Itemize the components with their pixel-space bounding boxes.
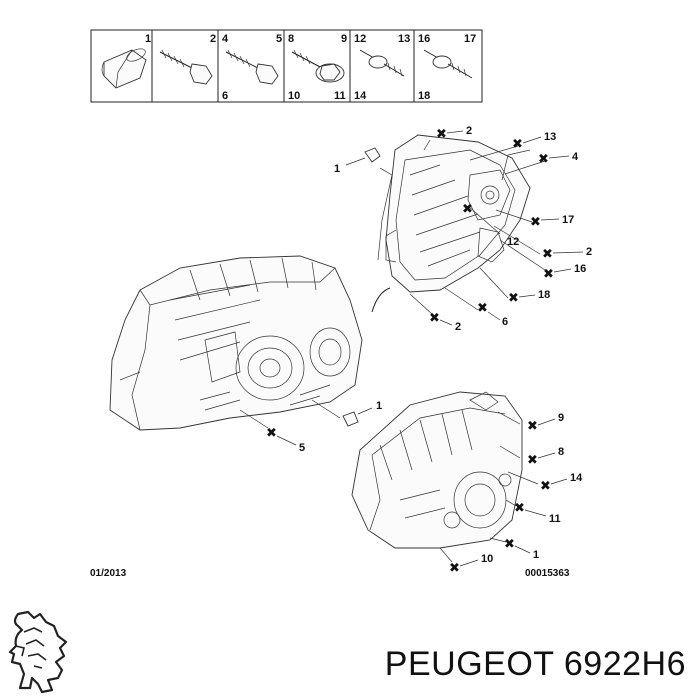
diagram-date: 01/2013 — [90, 568, 127, 579]
callout-label: 8 — [558, 446, 564, 458]
callout-label: 14 — [570, 472, 583, 484]
callout-label: 5 — [299, 442, 305, 454]
svg-text:✖: ✖ — [530, 215, 541, 230]
upper-callouts: ✖ 2 ✖ 13 ✖ 4 1 ✖ 17 ✖ 12 ✖ 2 ✖ 16 ✖ 18 ✖… — [334, 125, 592, 333]
legend-label: 1 — [145, 33, 151, 45]
part-number: 6922H6 — [563, 645, 686, 683]
callout-label: 12 — [507, 236, 519, 248]
gearbox-assembly — [109, 255, 363, 431]
callout-label: 2 — [586, 246, 592, 258]
legend-label: 16 — [418, 33, 430, 45]
bolt-icon — [225, 49, 279, 85]
callout-label: 1 — [533, 549, 539, 561]
legend-label: 10 — [288, 90, 300, 102]
svg-text:✖: ✖ — [266, 426, 277, 441]
callout-label: 1 — [376, 400, 382, 412]
svg-text:✖: ✖ — [538, 152, 549, 167]
callout-label: 17 — [562, 214, 574, 226]
sleeve-icon — [101, 48, 147, 89]
legend-label: 6 — [222, 90, 228, 102]
legend-label: 13 — [398, 33, 410, 45]
svg-text:✖: ✖ — [543, 267, 554, 282]
diagram-reference: 00015363 — [525, 568, 570, 579]
svg-text:✖: ✖ — [477, 301, 488, 316]
legend-label: 2 — [210, 33, 216, 45]
bolt-icon — [159, 49, 213, 85]
lower-housing — [351, 391, 523, 549]
stud-icon — [423, 49, 473, 79]
callout-label: 2 — [466, 125, 472, 137]
parts-legend: 1 2 4 5 6 8 9 10 11 12 13 14 16 17 18 — [90, 29, 483, 103]
svg-text:✖: ✖ — [504, 537, 515, 552]
legend-label: 4 — [222, 33, 229, 45]
legend-label: 12 — [354, 33, 366, 45]
callout-label: 1 — [334, 163, 340, 175]
callout-label: 18 — [538, 289, 550, 301]
svg-text:✖: ✖ — [527, 453, 538, 468]
legend-label: 11 — [334, 90, 346, 102]
svg-text:✖: ✖ — [542, 247, 553, 262]
flange-bolt-icon — [291, 49, 345, 83]
svg-text:✖: ✖ — [508, 291, 519, 306]
svg-text:✖: ✖ — [436, 127, 447, 142]
callout-label: 16 — [574, 263, 586, 275]
legend-label: 17 — [464, 33, 476, 45]
stud-icon — [359, 49, 405, 77]
gearbox-callouts: 1 ✖ 5 — [239, 399, 382, 454]
svg-text:✖: ✖ — [512, 137, 523, 152]
brand-part-number: PEUGEOT 6922H6 — [385, 645, 686, 684]
legend-label: 14 — [354, 90, 367, 102]
svg-text:✖: ✖ — [540, 479, 551, 494]
svg-text:✖: ✖ — [514, 501, 525, 516]
svg-text:✖: ✖ — [449, 561, 460, 576]
brand-name: PEUGEOT — [384, 645, 554, 683]
callout-label: 6 — [502, 316, 508, 328]
callout-label: 13 — [544, 131, 556, 143]
svg-text:✖: ✖ — [429, 311, 440, 326]
peugeot-lion-logo-icon — [8, 610, 68, 694]
callout-label: 4 — [572, 151, 579, 163]
upper-housing — [371, 134, 531, 313]
callout-label: 2 — [455, 321, 461, 333]
lower-callouts: ✖ 9 ✖ 8 ✖ 14 ✖ 11 ✖ 10 ✖ 1 — [439, 411, 583, 576]
callout-label: 11 — [549, 513, 561, 525]
svg-text:✖: ✖ — [527, 419, 538, 434]
legend-label: 8 — [288, 33, 294, 45]
svg-text:✖: ✖ — [462, 202, 473, 217]
legend-label: 5 — [276, 33, 282, 45]
legend-label: 18 — [418, 90, 430, 102]
legend-label: 9 — [341, 33, 347, 45]
callout-label: 9 — [558, 412, 564, 424]
callout-label: 10 — [481, 553, 493, 565]
